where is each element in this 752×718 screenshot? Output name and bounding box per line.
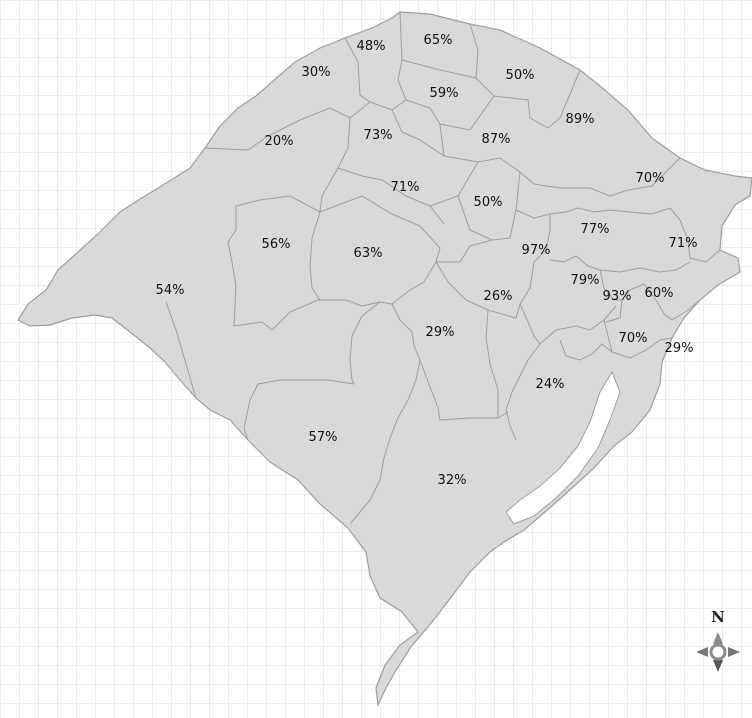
region-label-r18: 79%	[571, 273, 600, 288]
compass-rose: N	[690, 608, 746, 680]
region-borders	[165, 11, 721, 525]
compass-rose-icon	[696, 632, 740, 672]
region-label-r23: 29%	[426, 325, 455, 340]
region-label-r3: 30%	[302, 65, 331, 80]
region-label-r24: 70%	[619, 331, 648, 346]
region-label-r7: 73%	[364, 128, 393, 143]
region-label-r20: 26%	[484, 289, 513, 304]
lagoon-shape	[505, 370, 621, 525]
region-label-r2: 65%	[424, 33, 453, 48]
state-outline	[17, 11, 752, 708]
region-label-r25: 29%	[665, 341, 694, 356]
region-label-r14: 71%	[669, 236, 698, 251]
region-label-r5: 59%	[430, 86, 459, 101]
region-label-r6: 89%	[566, 112, 595, 127]
region-label-r10: 70%	[636, 171, 665, 186]
region-label-r28: 32%	[438, 473, 467, 488]
region-label-r11: 71%	[391, 180, 420, 195]
region-label-r26: 24%	[536, 377, 565, 392]
region-label-r1: 48%	[357, 39, 386, 54]
region-label-r13: 77%	[581, 222, 610, 237]
region-label-r9: 20%	[265, 134, 294, 149]
region-label-r4: 50%	[506, 68, 535, 83]
region-label-r19: 54%	[156, 283, 185, 298]
region-label-r22: 60%	[645, 286, 674, 301]
region-label-r16: 97%	[522, 243, 551, 258]
region-label-r15: 56%	[262, 237, 291, 252]
region-label-r12: 50%	[474, 195, 503, 210]
region-label-r27: 57%	[309, 430, 338, 445]
region-label-r17: 63%	[354, 246, 383, 261]
compass-north-label: N	[711, 608, 725, 626]
region-label-r8: 87%	[482, 132, 511, 147]
region-label-r21: 93%	[603, 289, 632, 304]
